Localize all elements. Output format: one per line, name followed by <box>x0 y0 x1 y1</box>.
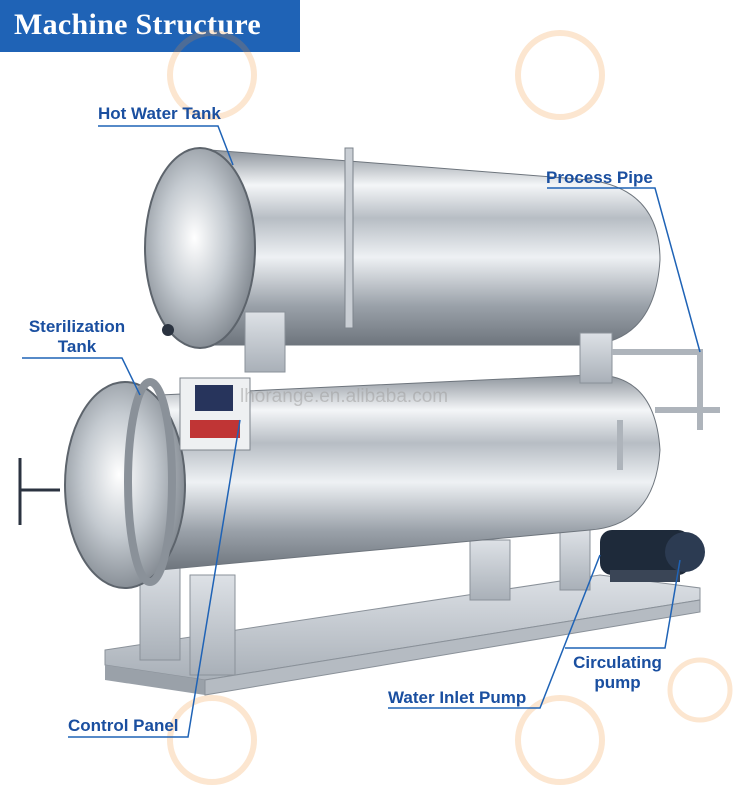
label-circulating-pump-line1: Circulating <box>573 653 662 672</box>
label-hot-water-tank: Hot Water Tank <box>98 104 221 123</box>
watermark-logo <box>167 30 733 785</box>
leader-lines <box>22 125 701 738</box>
tank-supports <box>244 311 613 384</box>
label-sterilization-tank-line2: Tank <box>57 337 97 356</box>
sterilization-tank <box>18 374 661 589</box>
watermark-text: lhorange.en.alibaba.com <box>240 386 449 407</box>
label-water-inlet-pump: Water Inlet Pump <box>388 688 527 707</box>
pump-motor <box>600 530 705 582</box>
label-sterilization-tank: Sterilization Tank <box>22 317 132 357</box>
label-control-panel: Control Panel <box>68 716 179 735</box>
leader-water-inlet-pump <box>388 554 601 709</box>
base-frame <box>104 529 701 696</box>
leader-hot-water-tank <box>98 125 234 166</box>
label-circulating-pump-line2: pump <box>594 673 641 692</box>
leader-circulating-pump <box>565 559 681 649</box>
leader-control-panel <box>68 419 241 738</box>
leader-process-pipe <box>547 187 701 353</box>
label-sterilization-tank-line1: Sterilization <box>28 317 126 336</box>
leader-sterilization-tank <box>22 357 141 396</box>
hot-water-tank <box>144 147 661 349</box>
control-panel-box <box>162 324 251 451</box>
label-process-pipe: Process Pipe <box>546 168 653 187</box>
title-banner: Machine Structure <box>0 0 300 52</box>
page-title: Machine Structure <box>14 8 262 41</box>
label-circulating-pump: Circulating pump <box>565 653 670 693</box>
